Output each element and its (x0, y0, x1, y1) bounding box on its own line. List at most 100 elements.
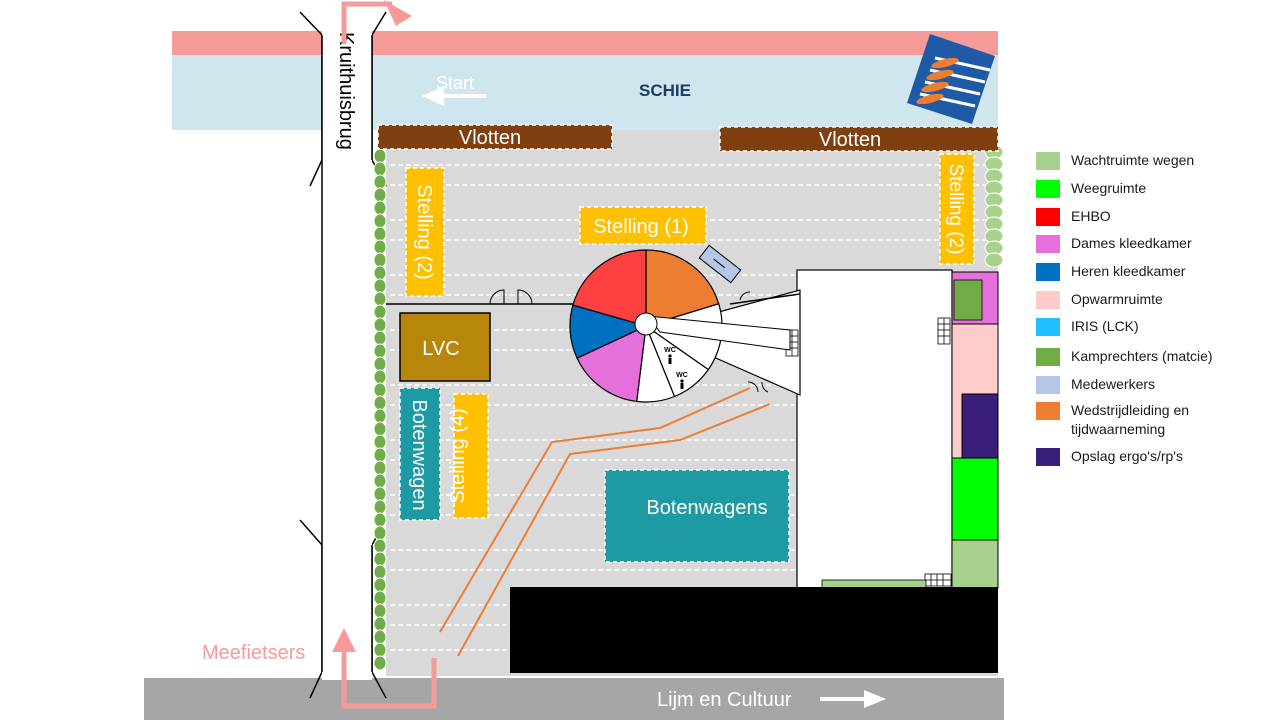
lvc-label: LVC (422, 338, 459, 360)
road-arrow-icon (820, 690, 886, 708)
river-schie (172, 52, 998, 130)
legend-label: Dames kleedkamer (1071, 235, 1192, 251)
hedge-bush-icon (373, 226, 387, 242)
cyclists-route (341, 658, 437, 709)
legend-swatch (1036, 208, 1060, 226)
hedge-bush-icon (373, 161, 387, 177)
legend-swatch (1036, 235, 1060, 253)
legend-label: Opslag ergo's/rp's (1071, 448, 1183, 464)
hedge-bush-icon (373, 642, 387, 658)
hedge-bush-icon (373, 421, 387, 437)
hedge-bush-icon (373, 278, 387, 294)
hedge-bush-icon (373, 655, 387, 671)
hedge-bush-icon (373, 616, 387, 632)
rack-4 (453, 393, 489, 519)
hedge-bush-icon (373, 187, 387, 203)
legend-label: Wachtruimte wegen (1071, 152, 1195, 168)
rack-1-label: Stelling (1) (593, 216, 689, 238)
legend-swatch (1036, 152, 1060, 170)
hedge-bush-icon (373, 499, 387, 515)
road-top (172, 31, 998, 55)
hedge-bush-icon (373, 577, 387, 593)
hedge-bush-icon (373, 473, 387, 489)
lvc-block (399, 312, 491, 382)
building-black (510, 587, 998, 673)
legend-label: Wedstrijdleiding en tijdwaarneming (1071, 402, 1190, 437)
room-weighing (951, 457, 999, 541)
float-left (377, 124, 613, 150)
trailer-big-label: Botenwagens (646, 497, 767, 519)
cyclists-arrow-icon (332, 628, 356, 652)
legend-swatch (1036, 291, 1060, 309)
hedge-bush-icon (373, 590, 387, 606)
legend-label: Medewerkers (1071, 376, 1156, 392)
legend-swatch (1036, 263, 1060, 281)
trailer-big (604, 469, 790, 563)
staff-desk-icon (698, 244, 742, 284)
legend-label: Opwarmruimte (1071, 291, 1163, 307)
hedge-bush-icon (373, 564, 387, 580)
legend-label: IRIS (LCK) (1071, 318, 1139, 334)
sector-ehbo (572, 249, 647, 327)
hedge-bush-icon (373, 369, 387, 385)
doors (489, 289, 769, 393)
svg-text:WC: WC (664, 347, 676, 354)
hedge-bush-icon (373, 174, 387, 190)
rack-1 (579, 206, 707, 245)
wc-icon-2: WC (676, 372, 688, 389)
rack-2-left-label: Stelling (2) (413, 184, 435, 280)
legend-swatch (1036, 348, 1060, 366)
hedge-bush-icon (373, 538, 387, 554)
trailer-small (399, 387, 441, 521)
rack-2-right-label: Stelling (2) (945, 164, 966, 255)
room-judges-strip (821, 579, 927, 589)
rack-2-left (405, 167, 445, 297)
top-cyclists-arrow-icon (384, 0, 412, 26)
hedge-bush-icon (373, 460, 387, 476)
hedge-bush-icon (373, 356, 387, 372)
hedge-bush-icon (373, 291, 387, 307)
float-right (719, 126, 999, 152)
road-bottom-label: Lijm en Cultuur (657, 689, 792, 711)
legend-swatch (1036, 318, 1060, 336)
hedge-bush-icon (373, 200, 387, 216)
sector-dames (576, 324, 647, 403)
hedge-bush-icon (373, 525, 387, 541)
hedge-bush-icon (373, 343, 387, 359)
legend-label: Heren kleedkamer (1071, 263, 1186, 279)
hedge-bush-icon (373, 408, 387, 424)
hedge-bush-icon (373, 486, 387, 502)
trailer-small-label: Botenwagen (408, 399, 430, 510)
hedge-bush-icon (373, 551, 387, 567)
hedge-bush-icon (373, 395, 387, 411)
hedge-bush-icon (373, 265, 387, 281)
legend-swatch (1036, 402, 1060, 420)
cyclists-label: Meefietsers (202, 642, 305, 664)
round-building-core (634, 312, 658, 336)
float-left-label: Vlotten (459, 127, 521, 149)
legend-label: EHBO (1071, 208, 1111, 224)
float-right-label: Vlotten (819, 129, 881, 151)
hedge-bush-icon (373, 447, 387, 463)
room-storage (961, 393, 999, 459)
hedge-bush-icon (373, 629, 387, 645)
bridge-deck (322, 30, 372, 680)
hedge-bush-icon (373, 213, 387, 229)
hedge-bush-icon (373, 330, 387, 346)
hedge-bush-icon (373, 304, 387, 320)
hedge-bush-icon (373, 317, 387, 333)
room-judges-inner (953, 279, 983, 321)
hedge-bush-icon (373, 382, 387, 398)
start-arrow-icon (422, 86, 486, 106)
building (386, 269, 953, 589)
svg-text:WC: WC (676, 372, 688, 379)
top-cyclists-route (341, 1, 392, 44)
legend-label: Kamprechters (matcie) (1071, 348, 1213, 364)
wc-icon: WC (664, 347, 676, 364)
rack-2-right (939, 153, 975, 265)
legend-label: Weegruimte (1071, 180, 1147, 196)
hedge-right (984, 144, 1004, 268)
sector-wedstrijdleiding (645, 249, 720, 327)
hedge-bush-icon (373, 512, 387, 528)
